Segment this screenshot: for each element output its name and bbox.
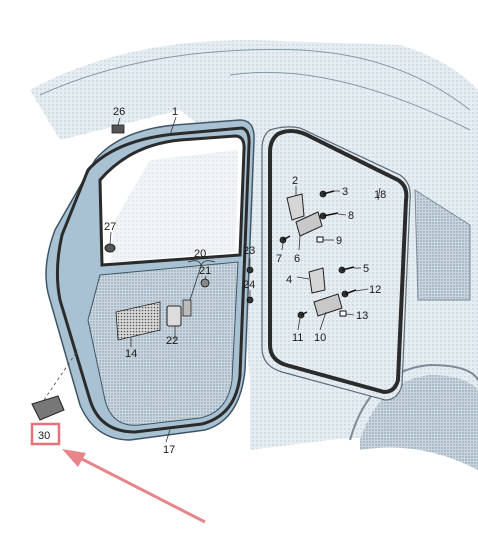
label-8: 8 (348, 210, 354, 222)
label-11: 11 (292, 332, 303, 344)
label-6: 6 (294, 253, 300, 265)
upper-hinge-arm (295, 211, 323, 237)
part-30-bracket (31, 395, 65, 421)
lower-hinge-arm (313, 293, 343, 317)
part-26-clip (111, 124, 125, 134)
label-14: 14 (125, 348, 137, 360)
label-12: 12 (369, 284, 381, 296)
rear-window (414, 189, 471, 301)
label-3: 3 (342, 186, 348, 198)
clip-icon (316, 236, 347, 317)
leader-lines (109, 116, 381, 443)
highlight-box (30, 422, 61, 446)
part-30-leader (43, 349, 79, 401)
label-5: 5 (363, 263, 369, 275)
label-20: 20 (194, 248, 206, 260)
label-22: 22 (166, 335, 178, 347)
window-shade (110, 150, 238, 262)
label-24: 24 (243, 279, 255, 291)
door-inner-panel (87, 261, 239, 426)
label-2: 2 (292, 175, 298, 187)
door-seal-body (268, 129, 409, 395)
grommet (104, 243, 116, 253)
label-10: 10 (314, 332, 326, 344)
label-21: 21 (199, 265, 211, 277)
label-26: 26 (113, 106, 125, 118)
label-7: 7 (276, 253, 282, 265)
label-1: 1 (172, 106, 178, 118)
label-23: 23 (243, 245, 255, 257)
label-27: 27 (104, 221, 116, 233)
lock-latch (182, 299, 192, 317)
label-17: 17 (163, 444, 175, 456)
upper-hinge (286, 193, 305, 221)
callout-labels: 1 2 3 4 5 6 7 8 9 10 11 12 13 14 17 18 2… (104, 106, 386, 456)
roof-line (39, 49, 471, 111)
label-18: 18 (374, 189, 386, 201)
lower-hinge (308, 267, 326, 294)
label-30: 30 (38, 430, 50, 442)
label-4: 4 (286, 274, 292, 286)
bolt-icon (200, 190, 357, 319)
lock-mechanism (166, 305, 182, 327)
sound-pad (115, 301, 161, 341)
pointer-arrow-icon (62, 449, 206, 524)
door-seal-door (55, 126, 251, 434)
label-9: 9 (336, 235, 342, 247)
wheel-arch (349, 363, 478, 441)
roof-rail (229, 71, 471, 131)
label-13: 13 (356, 310, 368, 322)
